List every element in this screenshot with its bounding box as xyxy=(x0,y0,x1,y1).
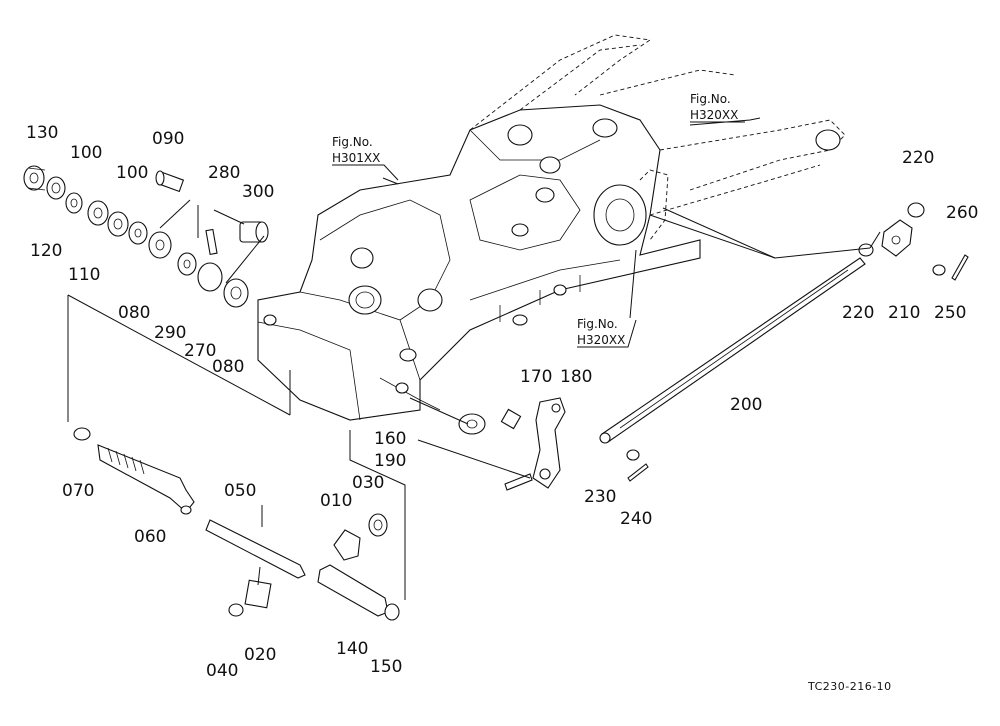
part-label-100b: 100 xyxy=(116,163,148,183)
fig-ref-line2: H301XX xyxy=(332,151,380,165)
lift-arms-outline xyxy=(469,34,846,241)
part-label-170: 170 xyxy=(520,367,552,387)
part-label-150: 150 xyxy=(370,657,402,677)
reference-lines xyxy=(67,117,881,600)
part-label-110: 110 xyxy=(68,265,100,285)
fig-ref-line2: H320XX xyxy=(690,108,738,122)
part-label-080b: 080 xyxy=(212,357,244,377)
part-labels: 130 100 090 280 300 100 120 110 080 290 … xyxy=(26,123,978,681)
figure-reference-h320-mid: Fig.No. H320XX xyxy=(577,317,637,348)
fig-ref-line1: Fig.No. xyxy=(577,317,618,331)
part-label-100: 100 xyxy=(70,143,102,163)
transmission-housing xyxy=(257,104,701,421)
fig-ref-line2: H320XX xyxy=(577,333,625,347)
part-label-260: 260 xyxy=(946,203,978,223)
part-label-230: 230 xyxy=(584,487,616,507)
right-linkage-parts xyxy=(858,202,969,281)
part-label-040: 040 xyxy=(206,661,238,681)
shaft-assembly xyxy=(73,427,400,621)
figure-reference-h301: Fig.No. H301XX xyxy=(332,135,399,181)
fig-ref-line1: Fig.No. xyxy=(690,92,731,106)
part-label-090: 090 xyxy=(152,129,184,149)
part-label-240: 240 xyxy=(620,509,652,529)
part-label-070: 070 xyxy=(62,481,94,501)
part-label-220: 220 xyxy=(902,148,934,168)
part-label-250: 250 xyxy=(934,303,966,323)
part-label-060: 060 xyxy=(134,527,166,547)
part-label-270: 270 xyxy=(184,341,216,361)
part-label-010: 010 xyxy=(320,491,352,511)
left-parts-stack xyxy=(23,165,269,308)
part-label-130: 130 xyxy=(26,123,58,143)
part-label-300: 300 xyxy=(242,182,274,202)
part-label-290: 290 xyxy=(154,323,186,343)
diagram-code: TC230-216-10 xyxy=(807,680,892,693)
part-label-020: 020 xyxy=(244,645,276,665)
lever-rod-assembly xyxy=(458,257,866,491)
fig-ref-line1: Fig.No. xyxy=(332,135,373,149)
part-label-280: 280 xyxy=(208,163,240,183)
figure-reference-h320-top: Fig.No. H320XX xyxy=(690,92,745,123)
part-label-200: 200 xyxy=(730,395,762,415)
part-label-220b: 220 xyxy=(842,303,874,323)
part-label-180: 180 xyxy=(560,367,592,387)
part-label-160: 160 xyxy=(374,429,406,449)
part-label-140: 140 xyxy=(336,639,368,659)
part-label-030: 030 xyxy=(352,473,384,493)
part-label-080: 080 xyxy=(118,303,150,323)
part-label-120: 120 xyxy=(30,241,62,261)
part-label-210: 210 xyxy=(888,303,920,323)
part-label-190: 190 xyxy=(374,451,406,471)
part-label-050: 050 xyxy=(224,481,256,501)
